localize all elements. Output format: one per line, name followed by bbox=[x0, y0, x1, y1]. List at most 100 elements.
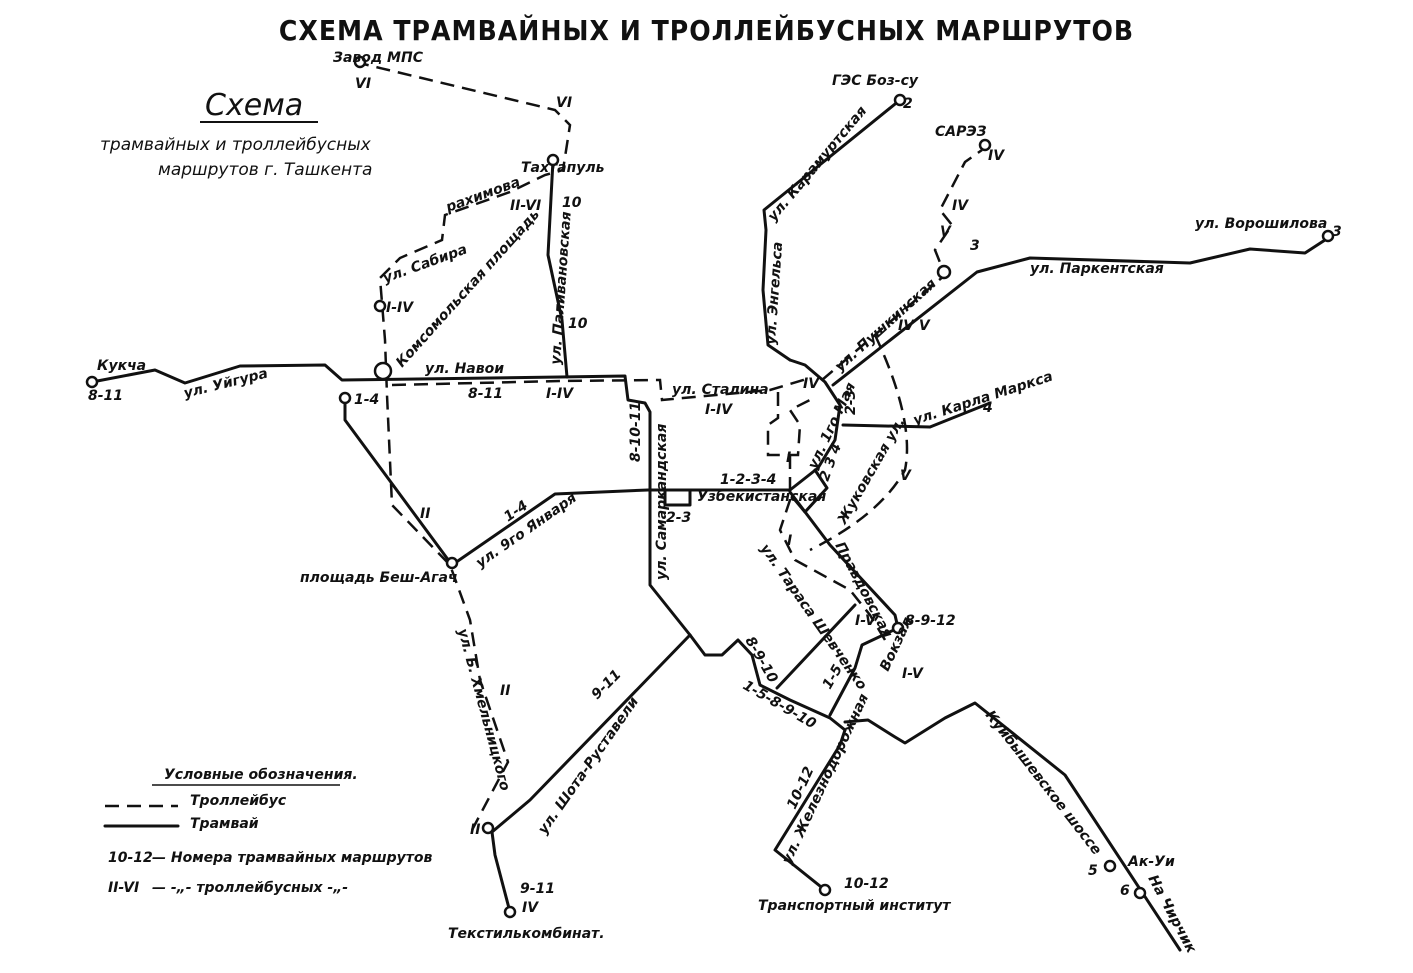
label-route-8-10-11: 8-10-11 bbox=[628, 402, 644, 462]
label-karamurtskaya: ул. Карамуртская bbox=[765, 103, 870, 224]
label-route-iv-v: IV V bbox=[898, 318, 931, 334]
label-transport-institute: Транспортный институт bbox=[758, 898, 951, 914]
label-route-vi: VI bbox=[355, 76, 371, 92]
label-palivanovskaya: ул. Паливановская bbox=[548, 211, 575, 365]
terminal-ii bbox=[481, 821, 495, 835]
terminal-v bbox=[936, 264, 952, 280]
label-route-iv: IV bbox=[988, 148, 1005, 164]
label-na-chirchik: На Чирчик bbox=[1144, 872, 1199, 956]
terminal-i-iv bbox=[373, 299, 387, 313]
label-route-8-9-12: 8-9-12 bbox=[905, 613, 956, 629]
terminal-1-4 bbox=[338, 391, 352, 405]
label-stalina: ул. Сталина bbox=[672, 382, 769, 398]
label-sarez: САРЭЗ bbox=[935, 124, 987, 140]
label-route-v: V bbox=[940, 224, 952, 240]
terminal-textile bbox=[503, 905, 517, 919]
label-route-i-v: I-V bbox=[902, 666, 924, 682]
trolley-line-2-6 bbox=[354, 60, 572, 831]
tram-line-south bbox=[688, 633, 847, 732]
label-route-8-11: 8-11 bbox=[468, 386, 503, 402]
trolley-line-zhukovskaya bbox=[809, 334, 909, 552]
tram-line-kuibyshev bbox=[843, 701, 1182, 952]
label-route-10: 10 bbox=[562, 195, 582, 211]
tram-line-1-5 bbox=[828, 626, 900, 717]
label-route-9-11: 9-11 bbox=[520, 881, 555, 897]
terminal-chirchik bbox=[1133, 886, 1147, 900]
label-tahtapul: Тахтапуль bbox=[521, 160, 605, 176]
tram-line-zheleznodorozhnaya bbox=[773, 728, 847, 892]
tram-line-navoi bbox=[90, 363, 692, 637]
label-route-i-iv: I-IV bbox=[546, 386, 574, 402]
terminal-zavod-mps bbox=[353, 55, 367, 69]
inset-title-line2: трамвайных и троллейбусных bbox=[100, 135, 372, 155]
label-karla-marksa: ул. Карла Маркса bbox=[911, 369, 1055, 429]
terminal-stops bbox=[85, 55, 1335, 919]
tram-line-center-ring bbox=[788, 358, 842, 492]
label-rustaveli: ул. Шота-Руставели bbox=[535, 694, 642, 837]
trolley-line-stalina bbox=[391, 376, 811, 402]
terminal-transport bbox=[818, 883, 832, 897]
label-navoi: ул. Навои bbox=[425, 361, 504, 377]
terminal-ak-ui bbox=[1103, 859, 1117, 873]
label-route-iv: IV bbox=[803, 376, 820, 392]
label-route-ii-vi: II-VI bbox=[510, 198, 541, 214]
legend-tram-numbers-text: — Номера трамвайных маршрутов bbox=[152, 850, 433, 866]
label-zavod-mps: Завод МПС bbox=[333, 50, 424, 66]
tram-line-uzbek-loop bbox=[663, 488, 692, 507]
terminal-ges bbox=[893, 93, 907, 107]
label-route-i: I bbox=[786, 450, 791, 466]
label-parkentskaya: ул. Паркентская bbox=[1030, 261, 1164, 277]
label-engelsa: ул. Энгельса bbox=[763, 241, 786, 345]
label-route-1-4: 1-4 bbox=[354, 392, 379, 408]
tram-line-pravdovskaya bbox=[788, 490, 900, 630]
label-route-9-11: 9-11 bbox=[589, 667, 625, 703]
label-besh-agach: площадь Беш-Агач bbox=[300, 570, 458, 586]
label-route-2: 2 bbox=[903, 96, 913, 112]
label-route-ii: II bbox=[500, 683, 510, 699]
terminal-komsomol bbox=[373, 361, 393, 381]
label-route-iv: IV bbox=[952, 198, 969, 214]
label-route-iv: IV bbox=[522, 900, 539, 916]
tram-line-palivanovskaya bbox=[546, 158, 569, 379]
terminal-kukcha bbox=[85, 375, 99, 389]
label-route-ii: II bbox=[470, 822, 480, 838]
label-kukcha: Кукча bbox=[97, 358, 146, 374]
legend: Условные обозначения. Троллейбус Трамвай… bbox=[103, 767, 433, 896]
tram-lines bbox=[90, 98, 1327, 952]
label-route-2-3: 2-3 bbox=[843, 390, 859, 415]
label-route-3: 3 bbox=[1332, 224, 1342, 240]
label-route-5: 5 bbox=[1088, 863, 1098, 879]
label-kuibyshevskoe-shosse: Куйбышевское шоссе bbox=[982, 708, 1104, 858]
label-komsomol-square: Комсомольская площадь bbox=[393, 207, 543, 371]
label-9-yanvarya: ул. 9го Января bbox=[473, 490, 580, 571]
trolley-line-center-loop bbox=[766, 392, 887, 641]
label-route-6: 6 bbox=[1120, 883, 1130, 899]
label-hmelnitskogo: ул. Б. Хмельницкого bbox=[454, 627, 513, 793]
label-samarkandskaya: ул. Самаркандская bbox=[654, 424, 670, 580]
label-route-8-11: 8-11 bbox=[88, 388, 123, 404]
label-route-i-iv: I-IV bbox=[705, 402, 733, 418]
label-uzbekistanskaya: Узбекистанская bbox=[697, 489, 826, 505]
terminal-voroshilova bbox=[1321, 229, 1335, 243]
label-zhukovskaya: Жуковская ул. bbox=[834, 415, 908, 528]
tram-line-karla-marksa bbox=[841, 401, 992, 429]
terminal-tahtapul bbox=[546, 153, 560, 167]
trolley-line-pushkinskaya bbox=[821, 148, 983, 381]
label-ges-boz-su: ГЭС Боз-су bbox=[832, 73, 919, 89]
label-route-4: 4 bbox=[982, 400, 993, 416]
legend-trolleybus-label: Троллейбус bbox=[190, 793, 287, 809]
map-labels: Завод МПС VI VI Тахтапуль II-VI 10 10 ра… bbox=[88, 50, 1342, 956]
label-route-i: I bbox=[787, 533, 792, 549]
inset-title-line1: Схема bbox=[205, 88, 303, 123]
terminal-vokzal bbox=[891, 621, 905, 635]
legend-trolley-numbers-text: — -„- троллейбусных -„- bbox=[152, 880, 348, 896]
label-ak-ui: Ак-Уи bbox=[1127, 854, 1175, 870]
inset-title-line3: маршрутов г. Ташкента bbox=[158, 160, 372, 180]
label-route-v: V bbox=[900, 468, 912, 484]
legend-heading: Условные обозначения. bbox=[164, 767, 358, 783]
label-route-i-v: I-V bbox=[855, 613, 877, 629]
label-route-i-iv: I-IV bbox=[386, 300, 414, 316]
tram-line-pushkinskaya-parkent bbox=[831, 238, 1327, 387]
tram-line-may-branch bbox=[793, 468, 829, 514]
